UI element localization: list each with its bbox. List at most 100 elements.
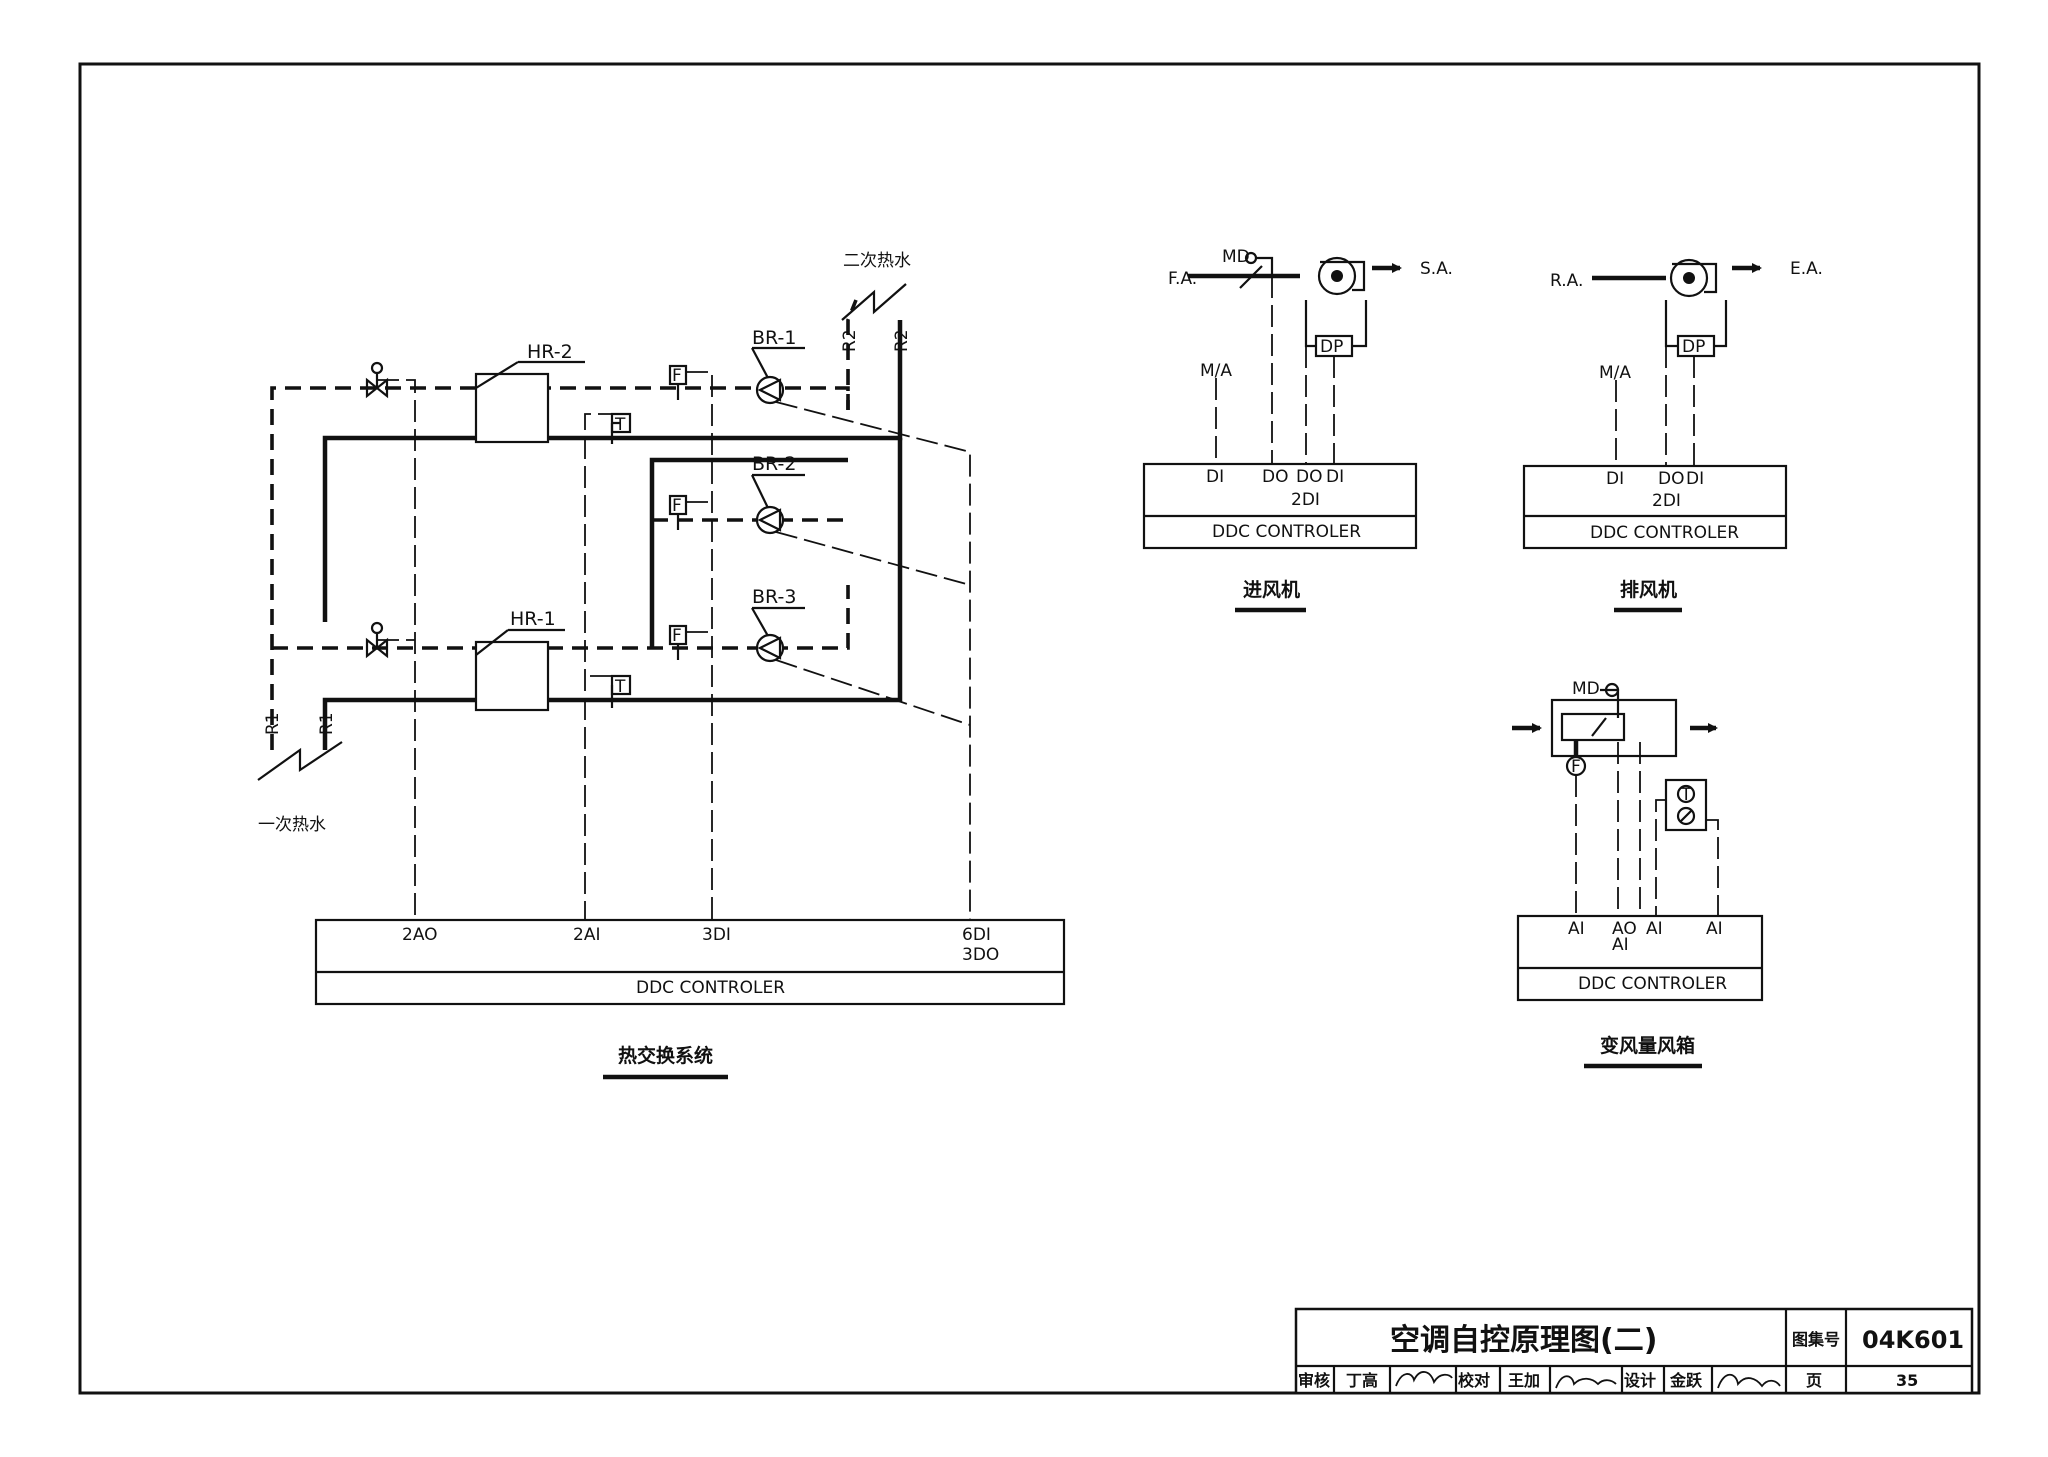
vav-flow-symbol: F [1571, 757, 1581, 777]
supply-io-do1: DO [1262, 467, 1288, 487]
secondary-supply-pipe [322, 320, 903, 622]
supply-io-2di: 2DI [1291, 490, 1320, 510]
pump-header [649, 457, 848, 648]
temp-sensor-bottom-label: T [614, 677, 626, 697]
signal-3di-line [686, 371, 713, 920]
flow-switch-br2-label: F [672, 496, 682, 516]
exhaust-ra-label: R.A. [1550, 271, 1583, 291]
reviewer-name: 丁高 [1346, 1371, 1378, 1390]
designer-signature [1717, 1373, 1781, 1389]
vav-damper-blade [1591, 717, 1607, 737]
review-label: 审核 [1298, 1371, 1330, 1390]
exhaust-fan-hub-icon [1683, 272, 1695, 284]
heat-exchanger-hr2 [474, 372, 550, 444]
temp-sensor-top-stem [610, 421, 620, 444]
primary-return-pipe [270, 386, 850, 750]
vav-box-caption: 变风量风箱 [1600, 1034, 1695, 1057]
exhaust-fan-housing [1672, 262, 1718, 294]
vav-thermostat-setpoint-icon [1676, 806, 1696, 826]
supply-fan-housing [1320, 260, 1366, 292]
title-block-frame [1294, 1307, 1974, 1395]
secondary-riser-left [846, 299, 858, 410]
hr2-label: HR-2 [527, 341, 573, 363]
pump-br3-icon [755, 633, 785, 663]
hr1-label: HR-1 [510, 608, 556, 630]
reviewer-signature [1395, 1371, 1453, 1387]
vav-thermostat-temp-symbol: T [1680, 785, 1692, 805]
title-block-col-signatures [1332, 1366, 1714, 1393]
r1-label-right: R1 [317, 712, 337, 735]
br1-leader [751, 346, 805, 379]
supply-md-label: MD [1222, 247, 1250, 267]
io-3do: 3DO [962, 945, 999, 965]
vav-io-ai1: AI [1568, 919, 1585, 939]
exhaust-io-di2: DI [1686, 469, 1704, 489]
br3-label: BR-3 [752, 586, 796, 608]
heat-exchange-caption: 热交换系统 [618, 1044, 713, 1067]
checker-name: 王加 [1508, 1371, 1540, 1390]
exhaust-ma-label: M/A [1599, 363, 1631, 383]
pump-br3-triangle [757, 636, 782, 660]
pump-br2-triangle [757, 508, 782, 532]
drawing-frame [78, 62, 1981, 1395]
heat-exchange-controller-label: DDC CONTROLER [636, 978, 785, 998]
valve-hr2-icon [365, 372, 389, 399]
exhaust-io-di1: DI [1606, 469, 1624, 489]
drawing-title: 空调自控原理图(二) [1390, 1323, 1657, 1358]
exhaust-io-do1: DO [1658, 469, 1684, 489]
vav-io-ao: AO [1612, 919, 1637, 939]
heat-exchanger-hr1 [474, 640, 550, 712]
heat-exchange-controller [314, 918, 1066, 1006]
exhaust-fan-controller-label: DDC CONTROLER [1590, 523, 1739, 543]
r1-label-left: R1 [263, 712, 283, 735]
vav-io-ai3: AI [1646, 919, 1663, 939]
vav-damper-box [1560, 712, 1626, 742]
io-3di: 3DI [702, 925, 731, 945]
br2-leader [751, 473, 805, 509]
br2-label: BR-2 [752, 453, 796, 475]
vav-md-label: MD [1572, 679, 1600, 699]
vav-io-ai2: AI [1612, 935, 1629, 955]
supply-io-di2: DI [1326, 467, 1344, 487]
valve-hr1-actuator-icon [370, 621, 384, 635]
hr1-leader [475, 628, 565, 656]
exhaust-io-2di: 2DI [1652, 491, 1681, 511]
exhaust-fan-controller [1522, 464, 1788, 550]
exhaust-fan-caption: 排风机 [1620, 578, 1677, 601]
check-label: 校对 [1458, 1371, 1490, 1390]
supply-sa-label: S.A. [1420, 259, 1453, 279]
supply-dp-label: DP [1320, 337, 1343, 357]
supply-ma-label: M/A [1200, 361, 1232, 381]
pump-br1-triangle [757, 378, 782, 402]
valve-hr1-icon [365, 632, 389, 659]
r2-label-left: R2 [840, 329, 860, 352]
supply-fan-controller-label: DDC CONTROLER [1212, 522, 1361, 542]
supply-fan-system: MD F.A. S.A. DP M/A DI DO DO DI 2DI DDC … [1142, 247, 1453, 613]
supply-fan-controller [1142, 462, 1418, 550]
exhaust-fan-system: R.A. E.A. DP M/A DI DO DI 2DI DDC CONTRO… [1522, 258, 1823, 613]
vav-actuator-link [1600, 688, 1620, 718]
primary-bottom-pipe [272, 585, 850, 650]
pump-br2-icon [755, 505, 785, 535]
supply-damper-blade [1239, 256, 1274, 289]
signal-2ai-line [584, 413, 620, 920]
atlas-no: 04K601 [1862, 1326, 1964, 1354]
primary-break-mark [257, 741, 343, 781]
io-2ao: 2AO [402, 925, 438, 945]
vav-box-system: F T MD AI AO AI AI AI DDC CONTROLER 变风量风… [1512, 679, 1764, 1069]
vav-io-ai4: AI [1706, 919, 1723, 939]
vav-box-controller-label: DDC CONTROLER [1578, 974, 1727, 994]
hr2-leader [475, 360, 585, 389]
exhaust-dp-label: DP [1682, 337, 1705, 357]
supply-fan-caption: 进风机 [1243, 579, 1300, 601]
secondary-break-mark [841, 283, 907, 321]
vav-thermostat-box [1664, 778, 1708, 832]
flow-switch-br1-label: F [672, 366, 682, 386]
atlas-no-label: 图集号 [1792, 1330, 1840, 1349]
design-label: 设计 [1624, 1371, 1656, 1390]
supply-fan-hub-icon [1331, 270, 1343, 282]
page-label: 页 [1806, 1371, 1822, 1390]
vav-box-controller [1516, 914, 1764, 1002]
designer-name: 金跃 [1669, 1371, 1703, 1390]
